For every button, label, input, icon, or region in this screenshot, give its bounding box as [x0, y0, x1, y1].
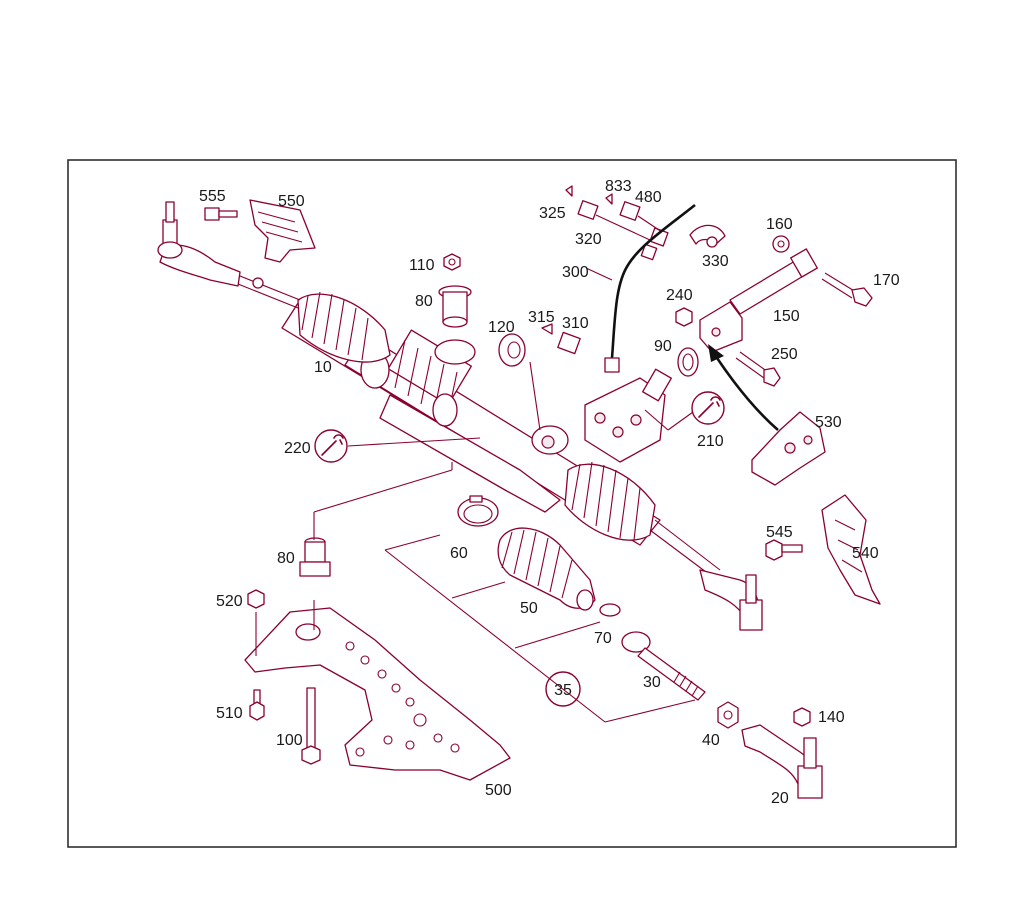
- part-label-500: 500: [485, 782, 512, 799]
- bolt-510: [249, 689, 265, 721]
- connector-group: [565, 185, 669, 261]
- nut-140: [793, 707, 811, 727]
- part-label-530: 530: [815, 414, 842, 431]
- part-label-510: 510: [216, 705, 243, 722]
- bushing-80-upper: [438, 285, 472, 328]
- clip-70: [599, 603, 621, 617]
- part-label-100: 100: [276, 732, 303, 749]
- outer-tie-rod-end-20: [741, 724, 823, 799]
- nut-110: [443, 253, 461, 271]
- right-tie-rod-end: [649, 519, 763, 631]
- part-label-545: 545: [766, 524, 793, 541]
- part-label-300: 300: [562, 264, 589, 281]
- washer-160: [772, 235, 790, 253]
- intermediate-shaft-150: [699, 248, 818, 353]
- part-label-250: 250: [771, 346, 798, 363]
- part-label-60: 60: [450, 545, 468, 562]
- part-label-170: 170: [873, 272, 900, 289]
- clamp-60: [457, 495, 499, 527]
- part-label-480: 480: [635, 189, 662, 206]
- part-label-325: 325: [539, 205, 566, 222]
- inner-tie-rod-30: [621, 631, 706, 701]
- part-label-320: 320: [575, 231, 602, 248]
- part-label-220: 220: [284, 440, 311, 457]
- bolt-545: [765, 539, 803, 561]
- nut-40: [717, 701, 739, 729]
- direction-arrow-icon: [708, 344, 779, 431]
- part-label-240: 240: [666, 287, 693, 304]
- part-label-520: 520: [216, 593, 243, 610]
- wrench-symbol-icon: [314, 429, 348, 463]
- leader-lines: [255, 267, 696, 723]
- bracket-530: [751, 411, 826, 486]
- part-label-40: 40: [702, 732, 720, 749]
- diagram-frame: [67, 159, 957, 848]
- bolt-555: [204, 207, 238, 221]
- part-label-120: 120: [488, 319, 515, 336]
- part-label-310: 310: [562, 315, 589, 332]
- wrench-symbol-icon: [691, 391, 725, 425]
- part-label-90: 90: [654, 338, 672, 355]
- bolt-250: [735, 351, 781, 387]
- bushing-80-lower: [299, 537, 331, 577]
- part-label-315: 315: [528, 309, 555, 326]
- part-label-833: 833: [605, 178, 632, 195]
- heat-shield-540: [821, 494, 881, 605]
- part-label-330: 330: [702, 253, 729, 270]
- part-label-210: 210: [697, 433, 724, 450]
- right-bellows: [564, 461, 656, 541]
- nut-240: [675, 307, 693, 327]
- wiring-harness-300: [610, 203, 696, 359]
- part-label-50: 50: [520, 600, 538, 617]
- part-label-540: 540: [852, 545, 879, 562]
- part-label-160: 160: [766, 216, 793, 233]
- sensor-310: [557, 331, 581, 355]
- connector-300-end: [604, 357, 620, 373]
- subframe-500: [244, 607, 511, 781]
- left-tie-rod-end: [157, 201, 301, 309]
- part-label-140: 140: [818, 709, 845, 726]
- part-labels: 555 550 110 80 10 120 315 310 325 833 48…: [199, 178, 900, 807]
- part-label-70: 70: [594, 630, 612, 647]
- bolt-170: [821, 272, 873, 307]
- left-bellows: [297, 291, 391, 363]
- clip-330: [689, 224, 726, 248]
- bellows-50: [497, 527, 596, 611]
- part-label-110: 110: [409, 257, 435, 274]
- plug-315: [541, 323, 553, 335]
- part-label-80: 80: [415, 293, 433, 310]
- part-label-30: 30: [643, 674, 661, 691]
- seal-120: [498, 333, 526, 367]
- heat-shield-550: [249, 199, 316, 263]
- part-label-150: 150: [773, 308, 800, 325]
- nut-520: [247, 589, 265, 609]
- part-label-20: 20: [771, 790, 789, 807]
- part-label-35: 35: [554, 682, 572, 699]
- part-label-10: 10: [314, 359, 332, 376]
- part-label-80-lower: 80: [277, 550, 295, 567]
- part-label-550: 550: [278, 193, 305, 210]
- bolt-100: [301, 687, 321, 765]
- seal-90: [677, 347, 699, 377]
- part-label-555: 555: [199, 188, 226, 205]
